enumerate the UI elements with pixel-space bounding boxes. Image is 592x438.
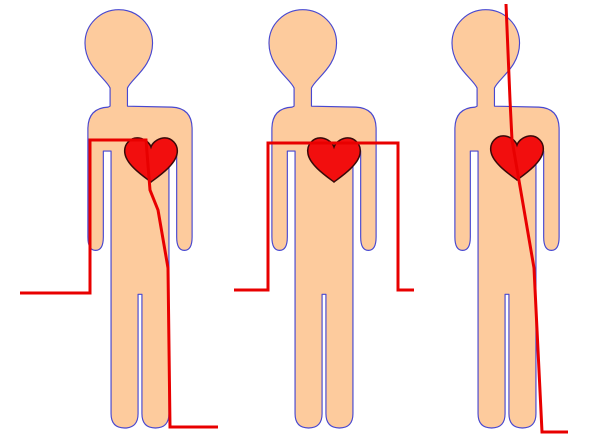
- body-outline: [452, 10, 559, 428]
- figure-1: [20, 10, 218, 428]
- figure-3: [452, 4, 568, 432]
- figure-2: [234, 10, 414, 428]
- body-outline: [85, 10, 192, 428]
- body-outline: [269, 10, 376, 428]
